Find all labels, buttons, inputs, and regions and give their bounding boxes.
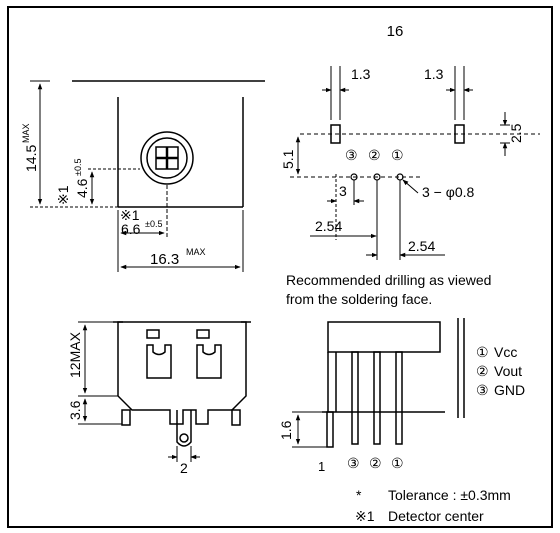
side-lead-right <box>231 409 241 426</box>
label-height: 5.1 <box>280 149 296 169</box>
pin-legend: ① Vcc ② Vout ③ GND <box>476 344 525 398</box>
pin-2 <box>373 351 381 445</box>
svg-text:12MAX: 12MAX <box>67 331 83 378</box>
svg-text:3.6: 3.6 <box>67 400 83 420</box>
label-note-mark: ※1 <box>120 207 140 223</box>
label-note-mark-vertical: ※1 <box>55 185 71 205</box>
label-hole-note: 3 − φ0.8 <box>422 184 474 200</box>
svg-text:±0.5: ±0.5 <box>73 159 83 176</box>
label-lead-height: 1.6 <box>278 420 294 440</box>
pin-label-3: ③ <box>345 147 358 163</box>
label-spacing-a: 2.54 <box>315 218 342 234</box>
drilling-caption-line2: from the soldering face. <box>286 291 432 307</box>
label-width-max-sup: MAX <box>186 247 206 257</box>
svg-text:5.1: 5.1 <box>280 149 296 169</box>
pin-view-label-3: ③ <box>347 455 360 471</box>
label-center-width: 6.6 <box>121 221 141 237</box>
side-clip-left <box>146 344 172 379</box>
pin-label-1: ① <box>391 147 404 163</box>
label-slot-height: 2.5 <box>508 123 524 143</box>
drilling-pattern <box>290 66 540 260</box>
side-view <box>78 321 251 462</box>
label-tab-width: 2 <box>180 460 188 476</box>
note-detector-text: Detector center <box>388 508 484 524</box>
side-lead-left <box>121 409 131 426</box>
pin-view-body <box>327 321 441 353</box>
detector-lens-inner <box>146 137 188 179</box>
hole-leader <box>402 179 419 194</box>
label-offset: 3 <box>339 183 347 199</box>
legend-num-3: ③ <box>476 382 489 398</box>
note-detector-mark: ※1 <box>355 508 375 524</box>
svg-text:4.6: 4.6 <box>74 178 90 198</box>
pin-view-label-1: ① <box>391 455 404 471</box>
svg-text:14.5: 14.5 <box>23 145 39 172</box>
side-slot-right <box>196 329 210 339</box>
front-view <box>30 80 265 272</box>
side-slot-left <box>146 329 160 339</box>
legend-num-2: ② <box>476 363 489 379</box>
drilling-caption-line1: Recommended drilling as viewed <box>286 272 491 288</box>
pin-1 <box>395 351 403 445</box>
side-view-body <box>117 321 247 425</box>
detector-lens <box>140 131 194 185</box>
label-pitch-right: 1.3 <box>424 66 444 82</box>
svg-text:1.6: 1.6 <box>278 420 294 440</box>
pin-label-2: ② <box>368 147 381 163</box>
label-base-height: 3.6 <box>67 400 83 420</box>
legend-label-1: Vcc <box>494 344 517 360</box>
page-frame <box>7 6 553 528</box>
label-height-max: 14.5 MAX <box>21 123 39 172</box>
pin-3 <box>351 351 359 445</box>
svg-text:2.5: 2.5 <box>508 123 524 143</box>
legend-label-2: Vout <box>494 363 522 379</box>
label-center-height: 4.6 ±0.5 <box>73 159 90 198</box>
side-tab-hole <box>179 433 189 443</box>
page-number: 16 <box>387 23 404 40</box>
note-tolerance-mark: * <box>356 487 362 503</box>
notes: * Tolerance : ±0.3mm ※1 Detector center <box>355 487 511 524</box>
side-clip-right <box>196 344 222 379</box>
label-center-width-tol: ±0.5 <box>145 219 162 229</box>
pin-view-label-2: ② <box>369 455 382 471</box>
note-tolerance-text: Tolerance : ±0.3mm <box>388 487 511 503</box>
pin-view <box>292 318 465 448</box>
label-spacing-b: 2.54 <box>408 238 435 254</box>
svg-text:※1: ※1 <box>55 185 71 205</box>
legend-label-3: GND <box>494 382 525 398</box>
pin-view-lead <box>326 411 334 448</box>
legend-num-1: ① <box>476 344 489 360</box>
label-side-height: 12MAX <box>67 331 83 378</box>
label-width-max: 16.3 <box>150 251 179 268</box>
svg-text:MAX: MAX <box>21 123 31 143</box>
label-pitch-left: 1.3 <box>351 66 371 82</box>
side-tab <box>176 410 192 447</box>
label-pin-one: 1 <box>318 459 325 474</box>
